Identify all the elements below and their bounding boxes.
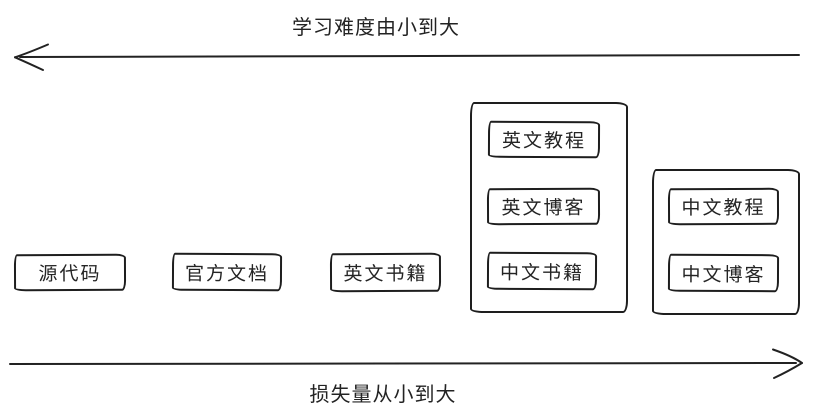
node-label: 英文博客 <box>501 197 586 220</box>
node-source-code: 源代码 <box>13 253 127 292</box>
node-english-tutorials: 英文教程 <box>487 120 601 159</box>
node-label: 官方文档 <box>184 263 270 285</box>
node-label: 源代码 <box>38 263 102 286</box>
bottom-axis-label: 损失量从小到大 <box>309 384 457 406</box>
group-box-1: 英文教程 英文博客 中文书籍 <box>470 102 628 313</box>
node-label: 中文教程 <box>681 197 766 220</box>
node-english-books: 英文书籍 <box>329 252 442 293</box>
node-english-blogs: 英文博客 <box>486 187 601 226</box>
node-official-docs: 官方文档 <box>171 252 283 292</box>
node-label: 中文博客 <box>681 264 766 286</box>
node-chinese-tutorials: 中文教程 <box>667 187 780 226</box>
node-label: 英文书籍 <box>343 263 428 286</box>
top-axis-label: 学习难度由小到大 <box>292 17 460 39</box>
node-chinese-blogs: 中文博客 <box>667 253 780 293</box>
node-label: 英文教程 <box>501 130 587 153</box>
group-box-2: 中文教程 中文博客 <box>652 169 800 315</box>
node-label: 中文书籍 <box>499 262 585 284</box>
node-chinese-books: 中文书籍 <box>486 251 598 291</box>
